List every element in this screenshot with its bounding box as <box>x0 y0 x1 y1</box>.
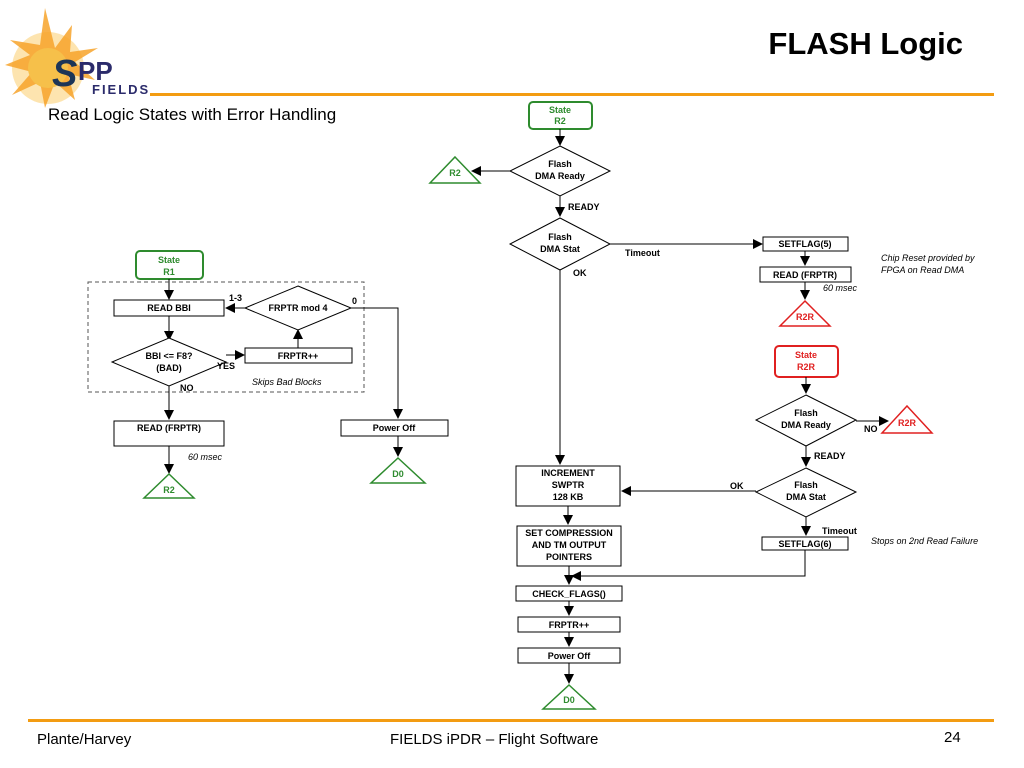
footer-center: FIELDS iPDR – Flight Software <box>390 731 599 748</box>
svg-text:DMA Stat: DMA Stat <box>540 244 580 254</box>
svg-text:DMA Ready: DMA Ready <box>781 420 831 430</box>
skip-bad-blocks-region <box>87 281 365 393</box>
read-frptr-box-left: READ (FRPTR) <box>113 420 225 447</box>
page-number: 24 <box>944 729 961 746</box>
bbi-decision: BBI <= F8? (BAD) <box>110 337 228 387</box>
goto-r2-left: R2 <box>142 472 196 499</box>
svg-text:D0: D0 <box>392 469 404 479</box>
power-off-box-left: Power Off <box>340 419 449 437</box>
power-off-box-right: Power Off <box>517 647 621 664</box>
setflag5-box: SETFLAG(5) <box>762 236 849 252</box>
svg-text:FRPTR mod 4: FRPTR mod 4 <box>268 303 327 313</box>
sun-flare-icon <box>5 8 98 108</box>
svg-text:State: State <box>549 105 571 115</box>
svg-text:S: S <box>52 53 77 95</box>
flash-dma-stat-decision-2: Flash DMA Stat <box>754 467 858 518</box>
timeout-label: Timeout <box>625 248 660 258</box>
svg-text:READ (FRPTR): READ (FRPTR) <box>137 423 201 433</box>
no-label-right: NO <box>864 424 878 434</box>
label-1-3: 1-3 <box>229 293 242 303</box>
goto-r2r-top: R2R <box>778 299 832 327</box>
svg-text:Flash: Flash <box>794 480 818 490</box>
increment-swptr-box: INCREMENT SWPTR 128 KB <box>515 465 621 507</box>
slide-title: FLASH Logic <box>768 26 963 61</box>
title-rule <box>150 93 994 96</box>
yes-label: YES <box>217 361 235 371</box>
svg-text:Flash: Flash <box>548 159 572 169</box>
svg-text:(BAD): (BAD) <box>156 363 182 373</box>
ready-label: READY <box>568 202 600 212</box>
svg-text:State: State <box>795 350 817 360</box>
flash-dma-ready-decision: Flash DMA Ready <box>508 145 612 197</box>
svg-text:FIELDS: FIELDS <box>92 82 150 97</box>
svg-text:SET COMPRESSION: SET COMPRESSION <box>525 528 613 538</box>
svg-text:Flash: Flash <box>794 408 818 418</box>
ok-label-2: OK <box>730 481 744 491</box>
svg-text:INCREMENT: INCREMENT <box>541 468 595 478</box>
skips-note: Skips Bad Blocks <box>252 377 322 387</box>
svg-text:PP: PP <box>78 56 113 86</box>
state-r2: State R2 <box>528 101 593 130</box>
svg-text:DMA Ready: DMA Ready <box>535 171 585 181</box>
timeout-label-2: Timeout <box>822 526 857 536</box>
svg-text:R2R: R2R <box>797 362 816 372</box>
svg-text:R2: R2 <box>554 116 566 126</box>
read-frptr-box-right: READ (FRPTR) <box>759 266 852 283</box>
svg-text:SETFLAG(5): SETFLAG(5) <box>779 239 832 249</box>
svg-text:R2R: R2R <box>898 418 917 428</box>
svg-text:DMA Stat: DMA Stat <box>786 492 826 502</box>
flash-dma-ready-decision-2: Flash DMA Ready <box>754 394 858 447</box>
svg-text:READ (FRPTR): READ (FRPTR) <box>773 270 837 280</box>
svg-text:POINTERS: POINTERS <box>546 552 592 562</box>
svg-text:State: State <box>158 255 180 265</box>
svg-text:FRPTR++: FRPTR++ <box>549 620 590 630</box>
svg-text:128 KB: 128 KB <box>553 492 584 502</box>
check-flags-box: CHECK_FLAGS() <box>515 585 623 602</box>
svg-text:R2: R2 <box>163 485 175 495</box>
slide-subtitle: Read Logic States with Error Handling <box>48 105 337 124</box>
ok-label: OK <box>573 268 587 278</box>
svg-text:SETFLAG(6): SETFLAG(6) <box>779 539 832 549</box>
set-compression-box: SET COMPRESSION AND TM OUTPUT POINTERS <box>516 525 622 567</box>
svg-text:READ BBI: READ BBI <box>147 303 191 313</box>
msec-note-left: 60 msec <box>188 452 223 462</box>
svg-text:CHECK_FLAGS(): CHECK_FLAGS() <box>532 589 606 599</box>
svg-text:SWPTR: SWPTR <box>552 480 585 490</box>
svg-text:BBI <= F8?: BBI <= F8? <box>145 351 192 361</box>
ready-label-2: READY <box>814 451 846 461</box>
svg-text:R2R: R2R <box>796 312 815 322</box>
stops-note: Stops on 2nd Read Failure <box>871 536 978 546</box>
svg-text:AND TM OUTPUT: AND TM OUTPUT <box>532 540 607 550</box>
no-label-left: NO <box>180 383 194 393</box>
svg-text:Power Off: Power Off <box>548 651 592 661</box>
spp-fields-logo: S PP FIELDS <box>5 8 150 108</box>
svg-text:R1: R1 <box>163 267 175 277</box>
msec-note-right: 60 msec <box>823 283 858 293</box>
state-r1: State R1 <box>135 250 204 280</box>
chip-reset-note-1: Chip Reset provided by <box>881 253 975 263</box>
svg-text:D0: D0 <box>563 695 575 705</box>
frptr-mod4-decision: FRPTR mod 4 <box>243 285 353 331</box>
state-r2r: State R2R <box>774 345 839 378</box>
frptr-inc-box-right: FRPTR++ <box>517 616 621 633</box>
footer-left: Plante/Harvey <box>37 731 132 748</box>
read-bbi-box: READ BBI <box>113 299 225 317</box>
goto-d0-left: D0 <box>369 456 427 484</box>
svg-text:Flash: Flash <box>548 232 572 242</box>
goto-r2-right: R2 <box>428 155 482 184</box>
svg-text:R2: R2 <box>449 168 461 178</box>
svg-text:Power Off: Power Off <box>373 423 417 433</box>
goto-d0-right: D0 <box>541 683 597 710</box>
footer-rule <box>28 719 994 722</box>
goto-r2r-side: R2R <box>880 404 934 434</box>
svg-text:FRPTR++: FRPTR++ <box>278 351 319 361</box>
label-0: 0 <box>352 296 357 306</box>
flash-dma-stat-decision: Flash DMA Stat <box>508 217 612 271</box>
chip-reset-note-2: FPGA on Read DMA <box>881 265 964 275</box>
frptr-inc-box-left: FRPTR++ <box>244 347 353 364</box>
setflag6-box: SETFLAG(6) <box>761 536 849 551</box>
